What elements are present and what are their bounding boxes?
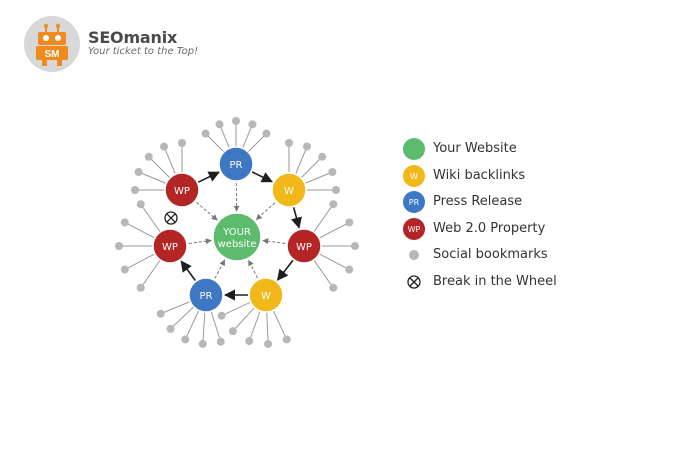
- social-bookmark-dot: [345, 218, 354, 227]
- wp-marker-icon: WP: [403, 217, 425, 240]
- social-bookmark-dot: [329, 283, 338, 292]
- link-to-website-arrow: [255, 202, 276, 220]
- social-bookmark-dot: [262, 129, 271, 138]
- svg-text:SM: SM: [45, 49, 60, 60]
- link-to-website-arrow: [214, 259, 226, 279]
- social-bookmark-dot: [328, 168, 337, 177]
- node-w-right: W: [271, 172, 307, 208]
- legend-label: Break in the Wheel: [433, 273, 557, 289]
- robot-icon: SM: [36, 24, 68, 66]
- social-bookmark-dot: [134, 168, 143, 177]
- social-bookmark-dot: [120, 265, 129, 274]
- legend-label: Wiki backlinks: [433, 167, 526, 183]
- wheel-link-arrow: [251, 171, 273, 183]
- link-to-website-arrow: [262, 238, 286, 245]
- social-bookmark-dot: [120, 218, 129, 227]
- wheel-link-arrow: [197, 171, 220, 183]
- node-label: WP: [174, 186, 190, 197]
- node-label: WP: [296, 242, 312, 253]
- node-pr-bottom: PR: [188, 277, 224, 313]
- social-bookmark-dot: [332, 186, 340, 194]
- website-node-label: website: [218, 239, 257, 250]
- social-bookmark-dot: [264, 339, 273, 348]
- social-bookmark-dot: [285, 139, 293, 147]
- social-bookmark-dot: [345, 265, 354, 274]
- node-wp-left: WP: [152, 228, 188, 264]
- svg-text:WP: WP: [408, 225, 421, 234]
- node-wp-right: WP: [286, 228, 322, 264]
- social-bookmark-dot: [318, 152, 327, 161]
- bookmark-marker-icon: [409, 250, 419, 261]
- social-bookmark-dot: [329, 200, 338, 209]
- legend-label: Web 2.0 Property: [433, 220, 546, 236]
- wheel-link-arrow: [276, 259, 294, 281]
- social-bookmark-dot: [201, 129, 210, 138]
- node-label: W: [284, 186, 294, 197]
- social-bookmark-dot: [156, 309, 165, 318]
- legend-label: Social bookmarks: [433, 247, 548, 263]
- link-to-website-arrow: [196, 201, 218, 221]
- social-bookmark-dot: [136, 283, 145, 292]
- social-bookmark-dot: [181, 335, 190, 344]
- wheel-link-arrow: [291, 207, 302, 229]
- social-bookmark-dot: [160, 142, 169, 151]
- svg-text:W: W: [410, 172, 418, 181]
- link-to-website-arrow: [248, 259, 258, 279]
- social-bookmark-dot: [351, 242, 359, 250]
- social-bookmark-dot: [248, 120, 257, 129]
- social-bookmark-dot: [216, 337, 225, 346]
- social-bookmark-dot: [228, 327, 237, 336]
- website-node-label: YOUR: [222, 227, 251, 238]
- social-bookmark-dot: [115, 242, 123, 250]
- node-label: WP: [162, 242, 178, 253]
- social-bookmark-dot: [282, 335, 291, 344]
- svg-text:PR: PR: [409, 198, 420, 207]
- node-wp-topleft: WP: [164, 172, 200, 208]
- social-bookmark-dot: [232, 117, 240, 125]
- social-bookmark-dot: [217, 311, 226, 320]
- press-marker-icon: PR: [403, 191, 425, 214]
- social-bookmark-dot: [131, 186, 139, 194]
- social-bookmark-dot: [245, 337, 254, 346]
- break-marker-icon: [407, 275, 421, 289]
- legend-label: Press Release: [433, 194, 523, 210]
- wiki-marker-icon: W: [403, 164, 425, 187]
- node-w-bottom: W: [248, 277, 284, 313]
- social-bookmark-dot: [178, 139, 186, 147]
- brand-name: SEOmanix: [88, 28, 178, 47]
- wheel-link-arrow: [180, 260, 196, 281]
- social-bookmark-dot: [198, 339, 207, 348]
- node-pr-top: PR: [218, 146, 254, 182]
- social-bookmark-dot: [215, 120, 224, 129]
- break-in-wheel-icon: [164, 211, 178, 225]
- social-bookmark-dot: [136, 200, 145, 209]
- node-label: PR: [230, 160, 243, 171]
- seomanix-logo: SM: [24, 16, 80, 72]
- social-bookmark-dot: [144, 152, 153, 161]
- social-bookmark-dot: [302, 142, 311, 151]
- legend-label: Your Website: [433, 141, 517, 156]
- node-label: W: [261, 291, 271, 302]
- brand-tagline: Your ticket to the Top!: [88, 46, 199, 57]
- node-label: PR: [200, 291, 213, 302]
- website-marker-icon: [403, 138, 425, 160]
- social-bookmark-dot: [166, 324, 175, 333]
- link-to-website-arrow: [188, 238, 212, 245]
